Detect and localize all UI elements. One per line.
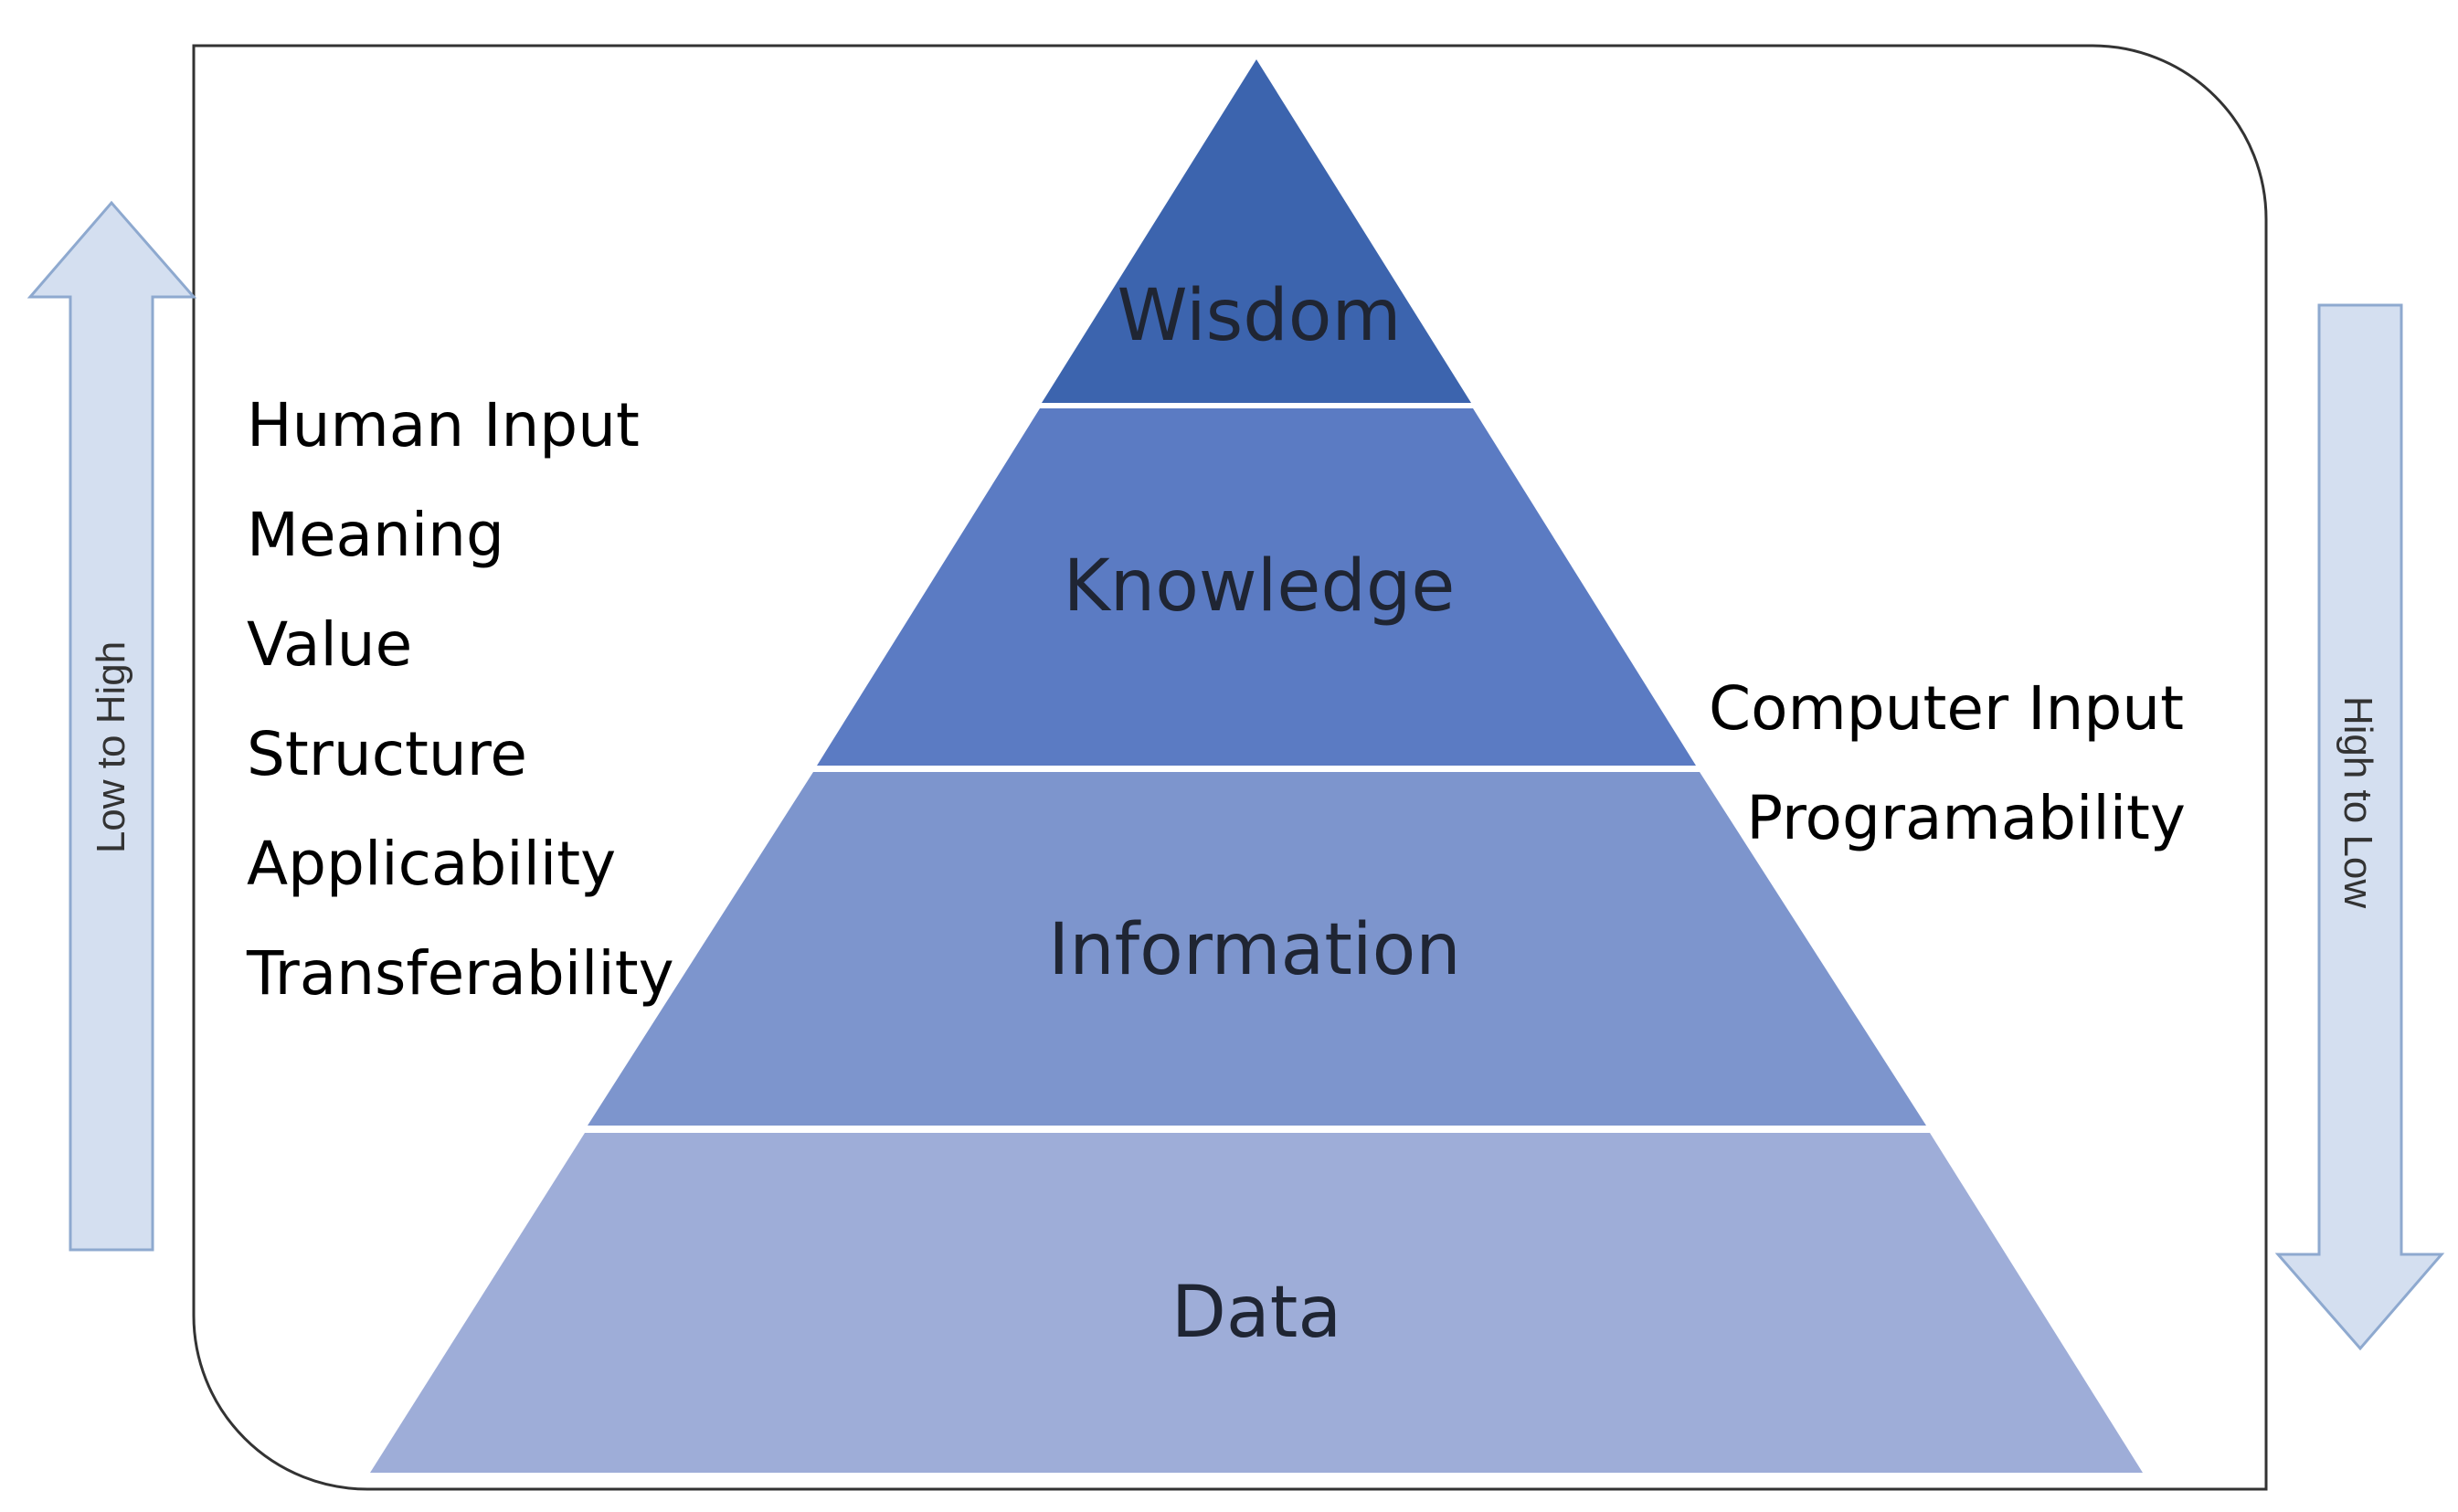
arrow-up-icon xyxy=(26,200,197,1252)
tier-data xyxy=(370,1133,2143,1473)
tier-label-knowledge: Knowledge xyxy=(1064,545,1456,628)
left-attribute-meaning: Meaning xyxy=(247,500,504,570)
arrow-down-icon xyxy=(2274,303,2445,1351)
left-attribute-structure: Structure xyxy=(247,719,527,789)
left-attribute-human-input: Human Input xyxy=(247,390,640,460)
right-attribute-computer-input: Computer Input xyxy=(1709,673,2184,744)
left-attribute-value: Value xyxy=(247,609,412,680)
tier-label-data: Data xyxy=(1171,1272,1341,1354)
right-attribute-programability: Programability xyxy=(1746,783,2186,853)
diagram-frame xyxy=(192,44,2268,1491)
tier-label-wisdom: Wisdom xyxy=(1118,275,1402,357)
tier-label-information: Information xyxy=(1048,909,1461,991)
right-arrow-label: High to Low xyxy=(2336,696,2380,909)
left-attribute-transferability: Transferability xyxy=(246,938,674,1009)
left-attribute-applicability: Applicability xyxy=(247,829,616,899)
tier-wisdom xyxy=(1042,59,1471,403)
tier-information xyxy=(588,772,1926,1126)
left-arrow-label: Low to High xyxy=(89,641,133,853)
tier-knowledge xyxy=(817,408,1696,766)
